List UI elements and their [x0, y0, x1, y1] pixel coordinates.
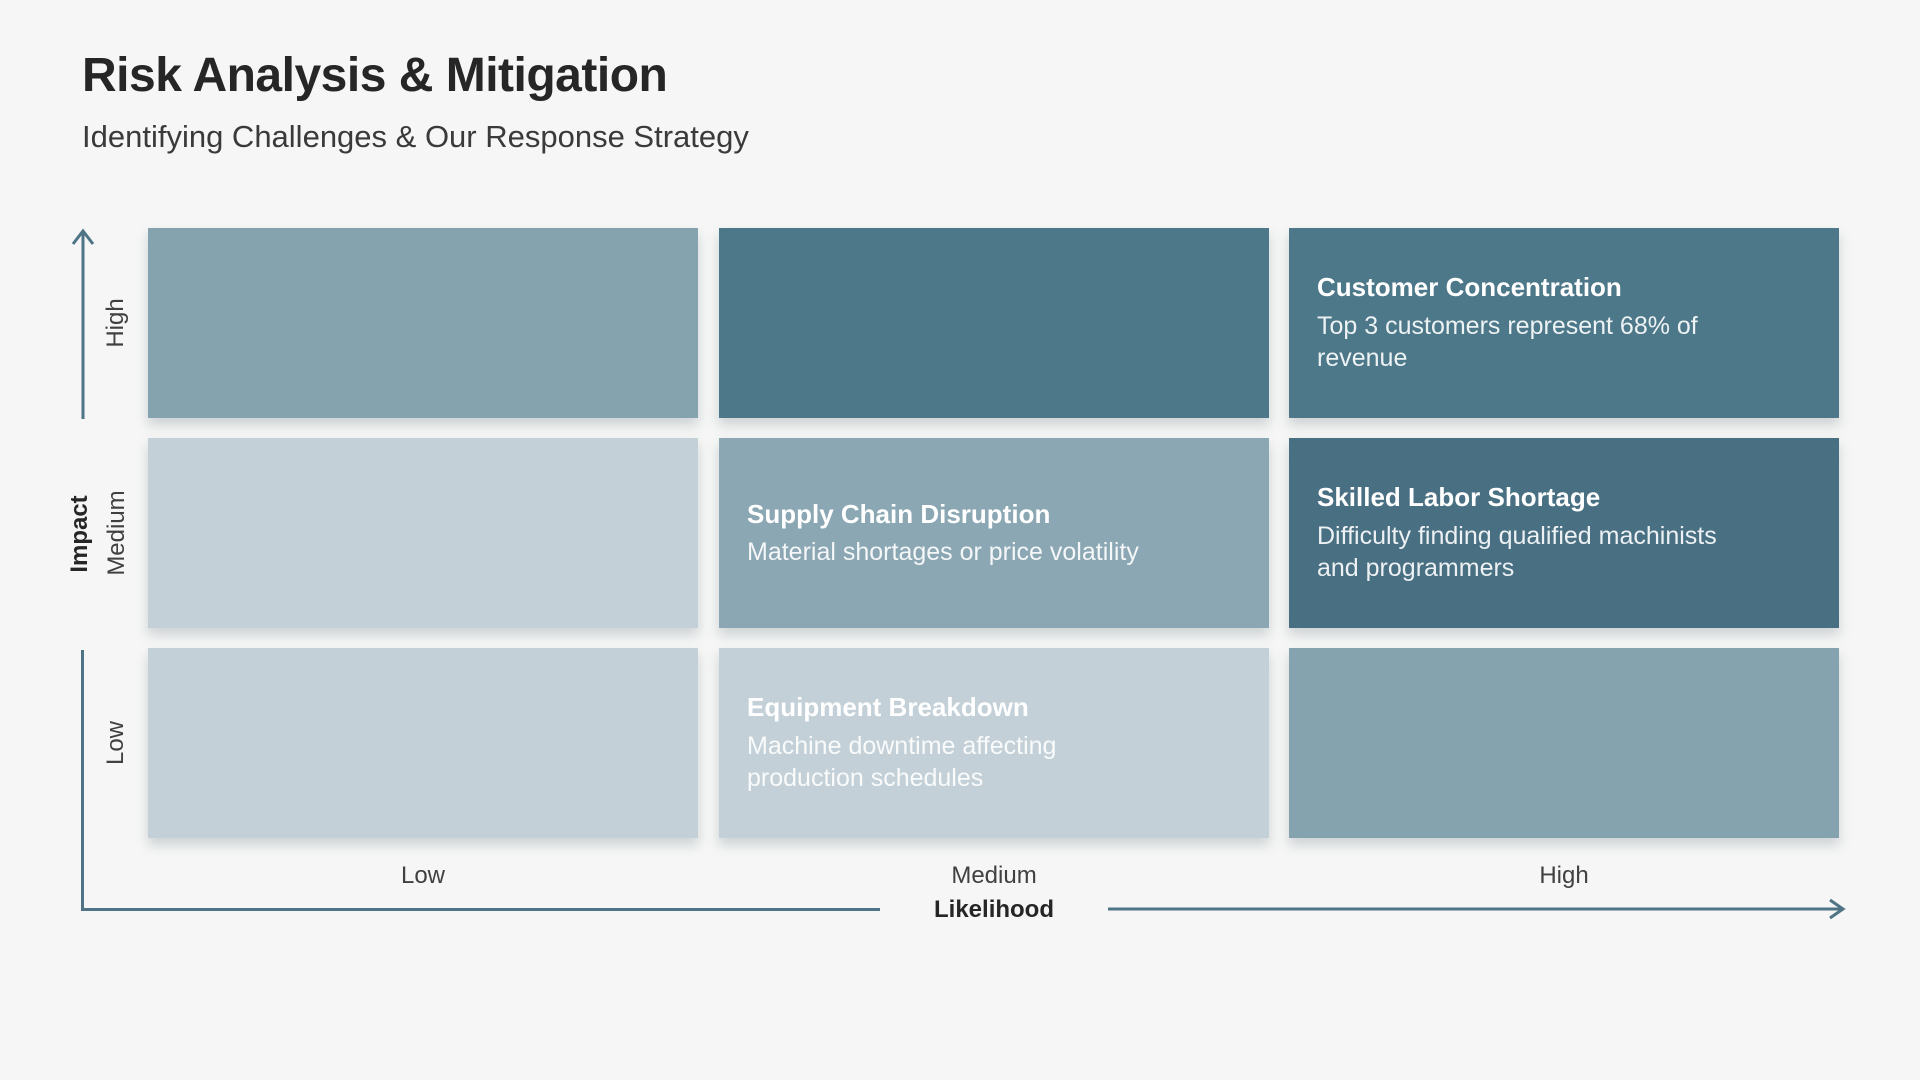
x-axis-tick-low: Low — [400, 862, 446, 889]
y-axis-title: Impact — [66, 495, 93, 573]
y-axis-arrow-up-icon — [68, 227, 98, 421]
cell-impact-low-likelihood-low — [148, 648, 698, 838]
cell-body: Top 3 customers represent 68% of revenue — [1317, 311, 1698, 373]
cell-impact-high-likelihood-high: Customer Concentration Top 3 customers r… — [1289, 228, 1839, 418]
cell-impact-medium-likelihood-medium: Supply Chain Disruption Material shortag… — [719, 438, 1269, 628]
y-axis-line-lower — [81, 650, 84, 908]
cell-impact-medium-likelihood-low — [148, 438, 698, 628]
x-axis-tick-high: High — [1539, 862, 1589, 889]
cell-title: Equipment Breakdown — [747, 692, 1029, 723]
cell-title: Skilled Labor Shortage — [1317, 482, 1601, 513]
cell-impact-high-likelihood-medium — [719, 228, 1269, 418]
x-axis-arrow-right-icon — [1108, 898, 1848, 920]
cell-impact-low-likelihood-high — [1289, 648, 1839, 838]
cell-body: Difficulty finding qualified machinists … — [1317, 521, 1717, 583]
x-axis-title: Likelihood — [934, 896, 1054, 923]
x-axis-tick-medium: Medium — [951, 862, 1037, 889]
cell-body: Material shortages or price volatility — [747, 537, 1139, 566]
cell-title: Customer Concentration — [1317, 272, 1622, 303]
x-axis-line-left — [81, 908, 880, 911]
page-title: Risk Analysis & Mitigation — [82, 49, 668, 102]
cell-body: Machine downtime affecting production sc… — [747, 731, 1057, 793]
cell-impact-high-likelihood-low — [148, 228, 698, 418]
y-axis-tick-medium: Medium — [103, 490, 130, 576]
cell-title: Supply Chain Disruption — [747, 498, 1051, 529]
cell-impact-medium-likelihood-high: Skilled Labor Shortage Difficulty findin… — [1289, 438, 1839, 628]
page-subtitle: Identifying Challenges & Our Response St… — [82, 119, 749, 154]
cell-impact-low-likelihood-medium: Equipment Breakdown Machine downtime aff… — [719, 648, 1269, 838]
y-axis-tick-low: Low — [102, 720, 129, 766]
y-axis-tick-high: High — [102, 298, 129, 348]
